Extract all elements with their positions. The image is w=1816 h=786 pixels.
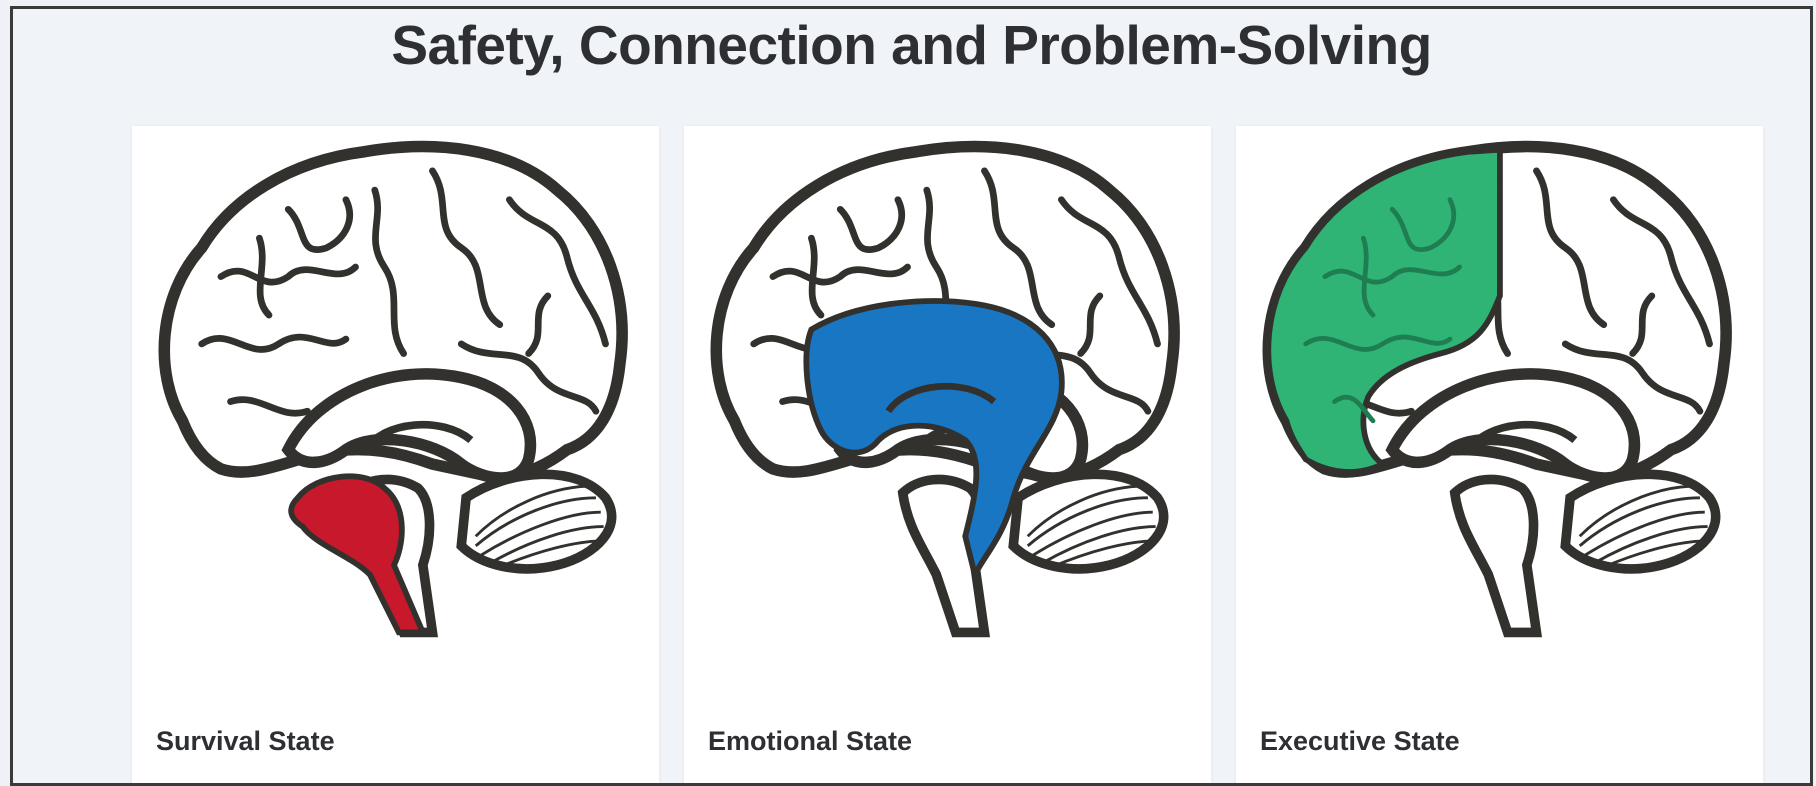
prefrontal-highlight: [1265, 146, 1503, 475]
brainstem-highlight: [288, 473, 428, 636]
card-label: Emotional State: [708, 726, 913, 756]
brain-executive-illustration: [1248, 132, 1748, 652]
brain-survival-illustration: [144, 132, 644, 652]
card-executive-state: Executive State: [1236, 126, 1763, 783]
card-survival-state: Survival State: [132, 126, 659, 783]
page-frame: Safety, Connection and Problem-Solving S…: [10, 6, 1813, 786]
card-emotional-state: Emotional State: [684, 126, 1211, 783]
card-label: Executive State: [1260, 726, 1460, 756]
card-label: Survival State: [156, 726, 335, 756]
limbic-highlight: [803, 298, 1065, 583]
brain-emotional-illustration: [696, 132, 1196, 652]
page-title: Safety, Connection and Problem-Solving: [391, 14, 1432, 76]
